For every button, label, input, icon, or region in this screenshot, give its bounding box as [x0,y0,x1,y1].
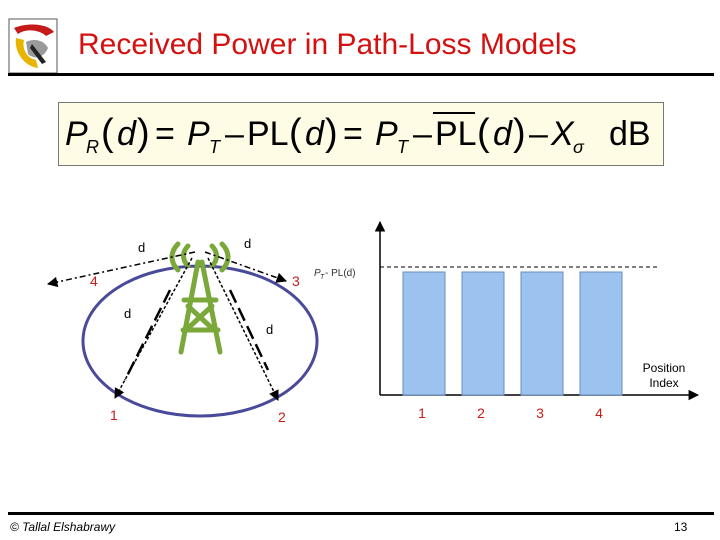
arrow-to-position-1 [115,258,192,398]
coverage-ellipse [83,266,317,416]
distance-label-top-right: d [244,236,251,251]
bar-label-4: 4 [595,405,603,421]
bar-position-1 [403,272,445,395]
bar-position-3 [521,272,563,395]
bar-label-2: 2 [477,405,485,421]
axis-label-position: Position [643,361,686,375]
bar-label-1: 1 [418,405,426,421]
dash-line-right [230,290,268,370]
level-label-rest: - PL(d) [325,268,356,279]
axis-label-index: Index [649,376,678,390]
bar-position-4 [580,272,622,395]
footer-divider [8,512,714,515]
position-label-2: 2 [278,409,286,425]
distance-label-top-left: d [138,240,145,255]
bar-position-2 [462,272,504,395]
page-number: 13 [674,520,687,534]
received-level-label: P T - PL(d) [314,268,356,281]
position-label-1: 1 [110,407,118,423]
chart-bars: 1 2 3 4 [403,272,622,421]
position-label-3: 3 [292,273,300,289]
position-label-4: 4 [90,273,98,289]
distance-label-right: d [266,322,273,337]
dash-line-left [125,290,170,380]
antenna-tower-icon [172,244,228,352]
bar-label-3: 3 [536,405,544,421]
distance-label-left: d [124,306,131,321]
copyright-text: © Tallal Elshabrawy [10,520,115,534]
